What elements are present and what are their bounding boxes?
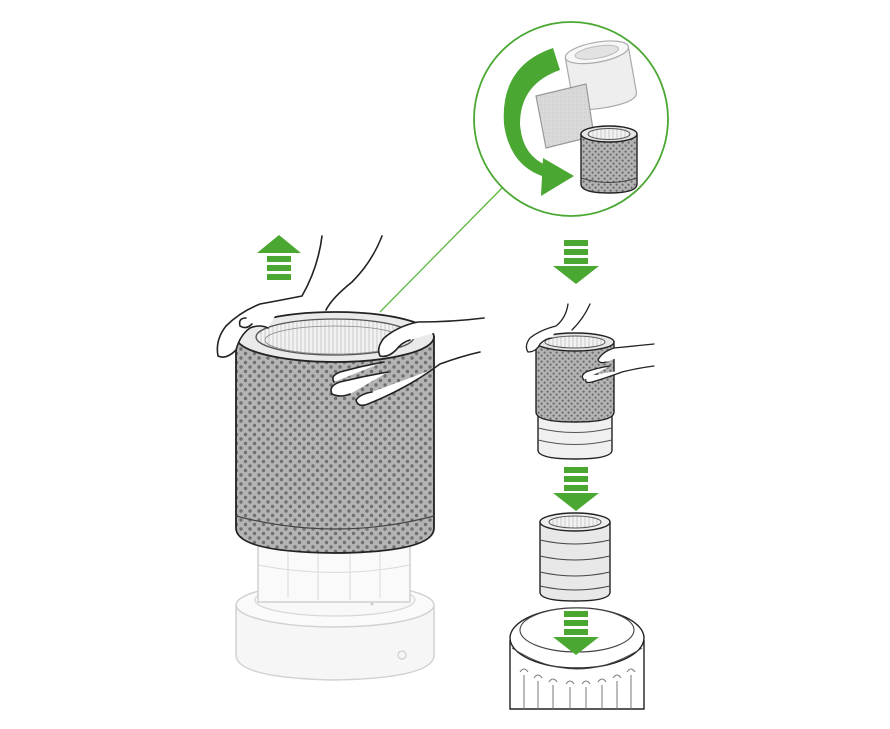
green-down-arrow-icon (553, 467, 599, 511)
purifier-base-faded (235, 539, 435, 681)
green-cycle-arrow-icon (503, 48, 574, 196)
callout-connector-line (379, 187, 503, 313)
green-down-arrow-icon (553, 611, 599, 655)
pleated-filter (539, 512, 611, 602)
small-filter-held (535, 332, 615, 460)
hands-small-filter (525, 303, 655, 384)
replacement-callout (473, 21, 669, 217)
large-filter (235, 311, 435, 554)
new-cylinder-filter (580, 125, 638, 194)
green-down-arrow-icon (553, 240, 599, 284)
green-up-arrow-icon (257, 235, 301, 280)
hands-left-filter (216, 235, 485, 407)
